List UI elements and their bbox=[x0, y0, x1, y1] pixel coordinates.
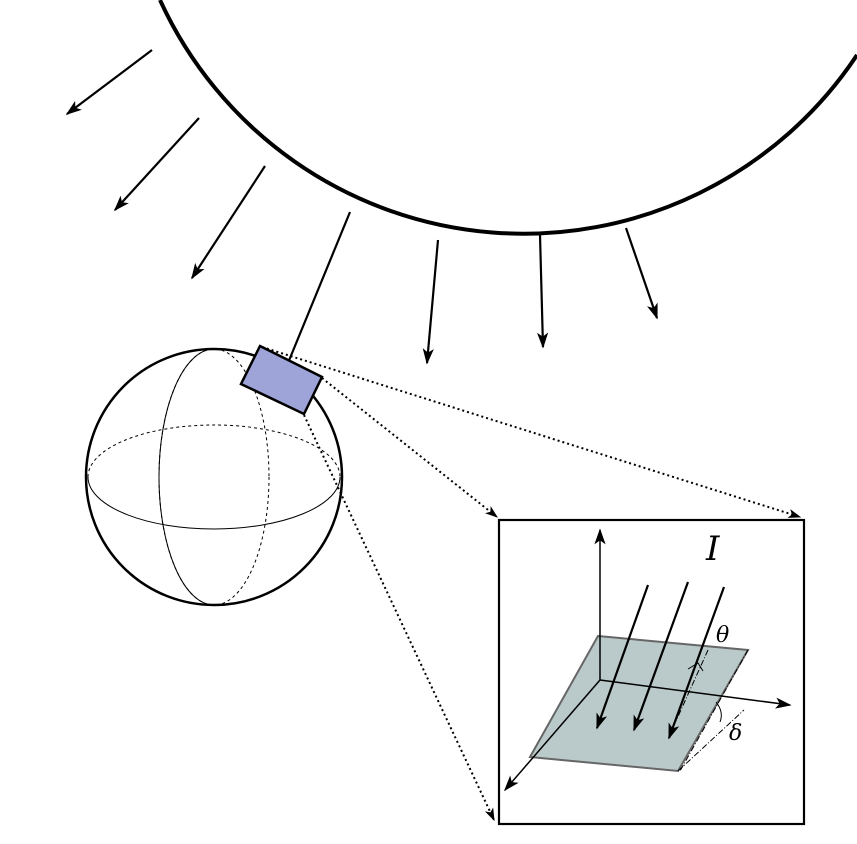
axis-diagonal bbox=[503, 679, 601, 792]
zoom-line-1 bbox=[261, 346, 802, 518]
earth-globe bbox=[84, 347, 344, 607]
ray-6 bbox=[537, 234, 549, 349]
zoom-lines bbox=[261, 346, 802, 822]
globe-meridian-front bbox=[158, 348, 215, 606]
reference-line bbox=[677, 709, 745, 772]
axis-horizontal bbox=[599, 679, 792, 709]
globe-equator-front bbox=[87, 476, 341, 530]
sun-arc bbox=[158, 0, 857, 236]
sun-rays bbox=[65, 49, 659, 382]
projection-line bbox=[679, 649, 749, 772]
right-angle-marker bbox=[687, 662, 704, 672]
delta-label: δ bbox=[729, 721, 742, 746]
inset-ray-3 bbox=[667, 586, 726, 740]
ray-5 bbox=[422, 239, 440, 365]
ray-2 bbox=[113, 117, 200, 212]
zoom-line-2 bbox=[321, 377, 499, 518]
theta-label: θ bbox=[716, 623, 729, 648]
zoom-line-3 bbox=[303, 414, 495, 822]
inset-ray-2 bbox=[632, 581, 690, 732]
ray-7 bbox=[624, 227, 659, 320]
ray-4 bbox=[279, 211, 352, 382]
inset-contents bbox=[503, 528, 792, 792]
ray-3 bbox=[191, 165, 266, 280]
normal-line bbox=[675, 649, 709, 722]
intensity-label: I bbox=[705, 529, 720, 569]
globe-equator-back bbox=[87, 424, 341, 478]
inset-ray-1 bbox=[595, 584, 650, 730]
globe-outline bbox=[84, 347, 344, 607]
delta-arc bbox=[715, 701, 722, 723]
globe-meridian-back bbox=[158, 348, 270, 606]
surface-patch bbox=[239, 344, 324, 416]
ray-1 bbox=[65, 49, 153, 115]
